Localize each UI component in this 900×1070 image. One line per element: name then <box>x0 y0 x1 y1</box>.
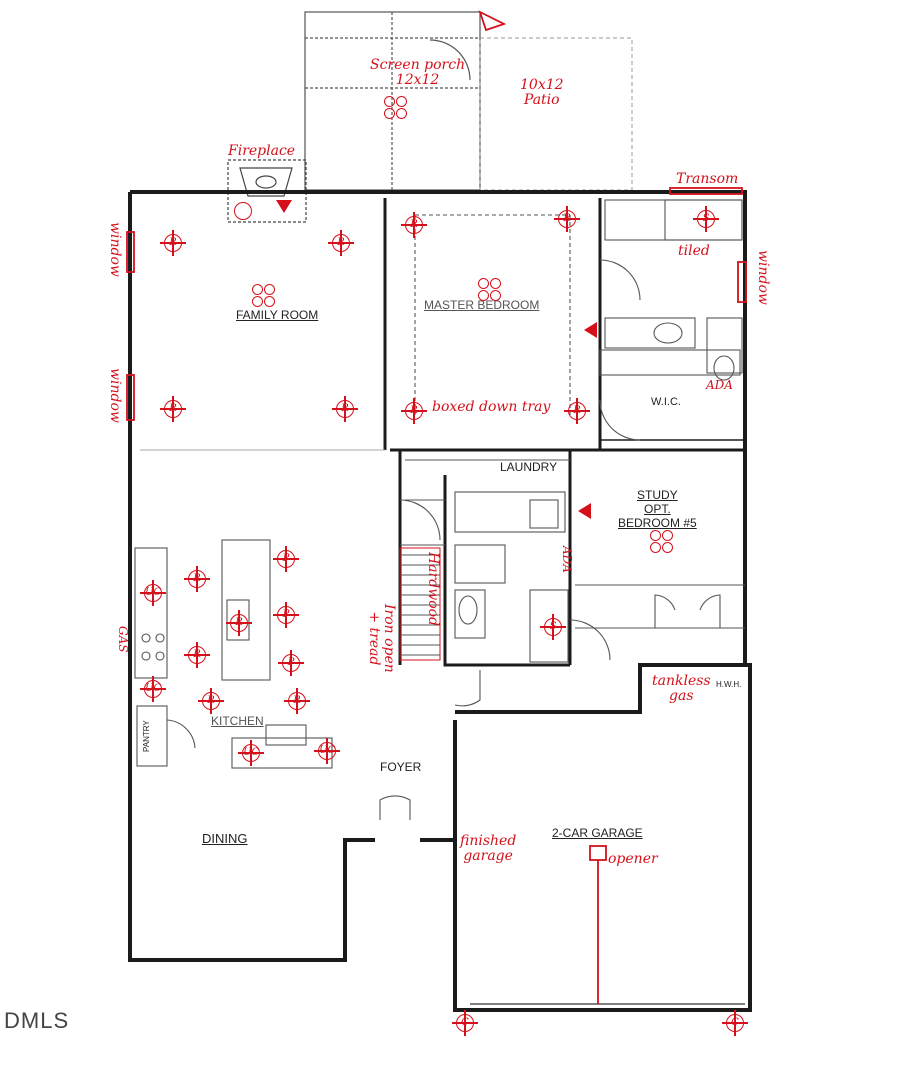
ceiling-fan-icon <box>650 530 674 554</box>
pendant-light-icon: P <box>273 546 299 572</box>
markup-strokes <box>126 10 747 1004</box>
under-cabinet-light-icon: UC <box>140 676 166 702</box>
outlet-marker-icon <box>578 503 591 519</box>
iron-tread-line-1: Iron open <box>381 604 397 673</box>
kitchen-label: KITCHEN <box>211 714 264 728</box>
wic-label: W.I.C. <box>651 396 681 408</box>
screen-porch-line-1: Screen porch <box>370 57 466 73</box>
ada-master-note: ADA <box>706 378 733 392</box>
window-note-right: window <box>755 250 771 305</box>
recessed-light-icon: R <box>160 230 186 256</box>
window-note-left-mid: window <box>107 368 123 423</box>
study-line-1: STUDY <box>637 488 678 502</box>
outlet-marker-icon <box>584 322 597 338</box>
family-room-label: FAMILY ROOM <box>236 308 319 322</box>
patio-line-2: Patio <box>523 92 560 108</box>
ceiling-fan-icon <box>478 278 502 302</box>
finished-garage-line-1: finished <box>460 833 517 849</box>
tankless-note: tankless gas <box>652 674 711 704</box>
study-line-2: OPT. <box>644 502 671 516</box>
tiled-note: tiled <box>678 243 710 259</box>
fireplace-note: Fireplace <box>228 143 296 159</box>
recessed-light-icon: R <box>160 396 186 422</box>
garage-exterior-light-icon: C <box>722 1010 748 1036</box>
tankless-line-2: gas <box>669 688 694 704</box>
recessed-light-icon: R <box>328 230 354 256</box>
shower-light-icon: S <box>540 614 566 640</box>
recessed-light-icon: R <box>332 396 358 422</box>
recessed-light-icon: R <box>198 688 224 714</box>
transom-note: Transom <box>676 171 739 187</box>
under-cabinet-light-icon: UC <box>314 738 340 764</box>
recessed-light-icon: R <box>401 398 427 424</box>
gas-note: GAS <box>116 626 130 653</box>
recessed-light-icon: R <box>554 206 580 232</box>
boxed-tray-note: boxed down tray <box>432 399 551 415</box>
iron-tread-note: Iron open + tread <box>366 604 397 673</box>
garage-exterior-light-icon: C <box>452 1010 478 1036</box>
pantry-label: PANTRY <box>142 720 151 752</box>
recessed-light-icon: R <box>184 566 210 592</box>
study-label: STUDY OPT. BEDROOM #5 <box>618 488 697 530</box>
under-cabinet-light-icon: UC <box>238 740 264 766</box>
shower-light-icon: S <box>693 206 719 232</box>
recessed-light-icon: R <box>401 212 427 238</box>
study-line-3: BEDROOM #5 <box>618 516 697 530</box>
recessed-light-icon: R <box>564 398 590 424</box>
under-cabinet-light-icon: UC <box>140 580 166 606</box>
ceiling-fan-icon <box>384 96 408 120</box>
recessed-light-icon: R <box>284 688 310 714</box>
laundry-label: LAUNDRY <box>500 460 558 474</box>
patio-outline <box>479 37 633 191</box>
garage-label: 2-CAR GARAGE <box>552 826 643 840</box>
screen-porch-note: Screen porch 12x12 <box>370 58 465 88</box>
window-note-left-top: window <box>107 222 123 277</box>
hwh-label: H.W.H. <box>716 680 742 689</box>
fireplace-light-icon <box>232 200 254 222</box>
patio-note: 10x12 Patio <box>520 78 564 108</box>
recessed-light-icon: R <box>226 610 252 636</box>
iron-tread-line-2: + tread <box>366 611 382 666</box>
outlet-marker-icon <box>276 200 292 213</box>
watermark: DMLS <box>4 1008 70 1033</box>
foyer-label: FOYER <box>380 760 422 774</box>
interior-details <box>134 199 745 1005</box>
stair-treads <box>400 554 440 656</box>
dining-label: DINING <box>202 831 248 846</box>
finished-garage-note: finished garage <box>460 834 516 864</box>
ada-bath-note: ADA <box>560 546 574 573</box>
fireplace <box>227 159 307 223</box>
hardwood-note: Hardwood <box>425 552 441 627</box>
tankless-line-1: tankless <box>652 673 711 689</box>
patio-line-1: 10x12 <box>520 77 564 93</box>
master-bedroom-label: MASTER BEDROOM <box>424 298 540 312</box>
recessed-light-icon: R <box>184 642 210 668</box>
screen-porch-line-2: 12x12 <box>395 72 440 88</box>
ceiling-fan-icon <box>252 284 276 308</box>
pendant-light-icon: P <box>273 602 299 628</box>
pendant-light-icon: P <box>278 650 304 676</box>
opener-note: opener <box>608 851 658 867</box>
finished-garage-line-2: garage <box>463 848 513 864</box>
